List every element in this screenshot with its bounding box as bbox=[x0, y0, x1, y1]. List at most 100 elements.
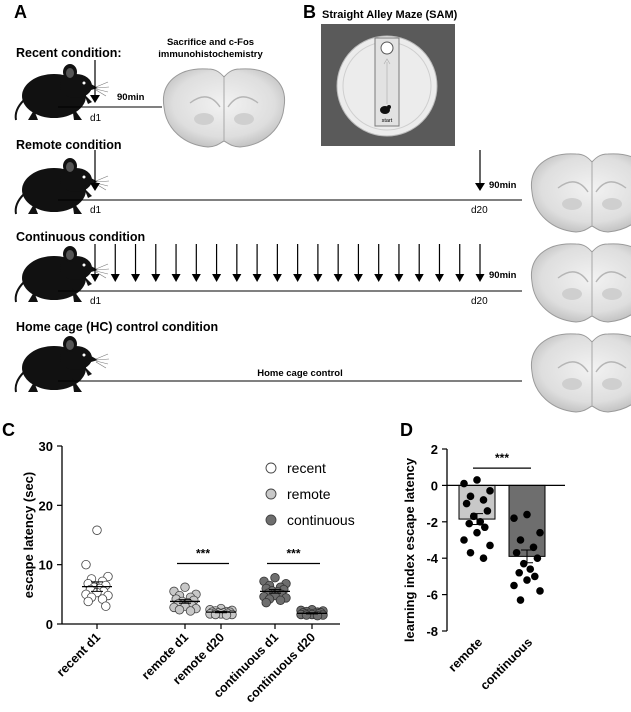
data-point bbox=[261, 597, 271, 608]
data-point bbox=[531, 572, 539, 581]
data-point bbox=[466, 492, 475, 501]
data-point bbox=[92, 525, 102, 535]
data-point bbox=[462, 499, 471, 508]
x-tick-label: continuous d20 bbox=[243, 630, 318, 705]
continuous-arrow-head bbox=[374, 274, 384, 282]
x-tick-label: continuous bbox=[478, 635, 536, 693]
continuous-arrow-head bbox=[434, 274, 444, 282]
y-tick-label: 10 bbox=[39, 558, 53, 573]
data-point bbox=[519, 559, 528, 568]
significance-label: *** bbox=[495, 451, 509, 465]
data-point bbox=[529, 543, 538, 552]
remote-condition-title: Remote condition bbox=[16, 138, 122, 152]
remote-day-start: d1 bbox=[90, 205, 102, 216]
legend-marker bbox=[265, 462, 277, 474]
brain-section-icon-continuous bbox=[530, 243, 631, 323]
data-point bbox=[536, 587, 544, 595]
panel-letter-a: A bbox=[14, 2, 27, 22]
data-point bbox=[479, 496, 488, 504]
panel-letter-b: B bbox=[303, 2, 316, 22]
legend-label: remote bbox=[287, 486, 331, 502]
data-point bbox=[476, 518, 485, 526]
data-point bbox=[465, 519, 473, 528]
continuous-arrow-head bbox=[475, 274, 485, 282]
continuous-arrow-head bbox=[131, 274, 141, 282]
brain-section-icon-recent bbox=[162, 68, 286, 148]
x-tick-label: recent d1 bbox=[54, 630, 103, 679]
data-point bbox=[174, 605, 185, 615]
y-tick-label: -2 bbox=[426, 515, 438, 530]
data-point bbox=[180, 582, 190, 592]
data-point bbox=[510, 581, 518, 590]
data-point bbox=[512, 548, 521, 557]
escape-latency-chart: 0 10 20 30 escape latency (sec) recent d1 remo… bbox=[21, 439, 355, 705]
y-axis-label: escape latency (sec) bbox=[21, 472, 36, 598]
continuous-arrow-head bbox=[293, 274, 303, 282]
y-tick-label: 30 bbox=[39, 439, 53, 454]
continuous-arrow-head bbox=[212, 274, 222, 282]
homecage-condition-title: Home cage (HC) control condition bbox=[16, 320, 219, 334]
continuous-arrow-head bbox=[90, 274, 100, 282]
continuous-arrow-head bbox=[394, 274, 404, 282]
brain-section-icon-remote bbox=[530, 153, 631, 233]
data-point bbox=[275, 595, 286, 605]
continuous-arrow-head bbox=[313, 274, 323, 282]
y-tick-label: -8 bbox=[426, 624, 438, 639]
panel-letter-d: D bbox=[400, 420, 413, 440]
continuous-arrow-head bbox=[414, 274, 424, 282]
data-point bbox=[469, 512, 478, 521]
continuous-arrow-head bbox=[333, 274, 343, 282]
legend-label: recent bbox=[287, 460, 326, 476]
data-point bbox=[473, 528, 481, 537]
continuous-arrow-head bbox=[353, 274, 363, 282]
continuous-arrow-head bbox=[151, 274, 161, 282]
panel-letter-c: C bbox=[2, 420, 15, 440]
mouse-icon-homecage bbox=[14, 335, 111, 393]
maze-start-label: start bbox=[382, 118, 393, 124]
legend-marker bbox=[265, 488, 277, 500]
brain-section-icon-homecage bbox=[530, 333, 631, 413]
y-tick-label: 2 bbox=[431, 442, 438, 457]
maze-photo: start bbox=[321, 24, 455, 146]
continuous-arrow-head bbox=[171, 274, 181, 282]
data-point bbox=[460, 536, 468, 544]
continuous-arrows bbox=[90, 244, 485, 282]
data-point bbox=[526, 565, 535, 573]
y-tick-label: -4 bbox=[426, 551, 438, 566]
y-axis-label: learning index escape latency bbox=[402, 457, 417, 642]
data-point bbox=[523, 576, 531, 584]
data-point bbox=[516, 536, 525, 544]
data-point bbox=[479, 554, 488, 562]
recent-condition-title: Recent condition: bbox=[16, 46, 122, 60]
continuous-arrow-head bbox=[232, 274, 242, 282]
y-tick-label: 20 bbox=[39, 498, 53, 513]
data-point bbox=[81, 559, 91, 570]
data-point bbox=[270, 573, 280, 583]
data-point bbox=[466, 548, 475, 557]
remote-day-end: d20 bbox=[471, 205, 488, 216]
recent-note-line2: immunohistochemistry bbox=[158, 49, 263, 60]
significance-label: *** bbox=[196, 546, 210, 560]
maze-title: Straight Alley Maze (SAM) bbox=[322, 9, 458, 21]
data-point bbox=[510, 514, 518, 522]
data-point bbox=[536, 528, 544, 537]
y-tick-label: 0 bbox=[46, 617, 53, 632]
remote-delay: 90min bbox=[489, 180, 517, 191]
legend-marker bbox=[265, 514, 277, 526]
data-point bbox=[523, 510, 531, 519]
recent-day: d1 bbox=[90, 113, 102, 124]
data-point bbox=[533, 554, 542, 562]
data-point bbox=[301, 610, 312, 620]
y-tick-label: -6 bbox=[426, 588, 438, 603]
x-tick-label: remote bbox=[446, 635, 485, 674]
panel-a-timeline-svg bbox=[14, 60, 631, 413]
continuous-arrow-head bbox=[252, 274, 262, 282]
data-point bbox=[460, 479, 468, 488]
data-point bbox=[486, 541, 494, 550]
data-point bbox=[486, 487, 494, 495]
data-point bbox=[101, 601, 111, 611]
continuous-condition-title: Continuous condition bbox=[16, 230, 146, 244]
continuous-arrow-head bbox=[272, 274, 282, 282]
recent-note-line1: Sacrifice and c-Fos bbox=[166, 37, 255, 48]
